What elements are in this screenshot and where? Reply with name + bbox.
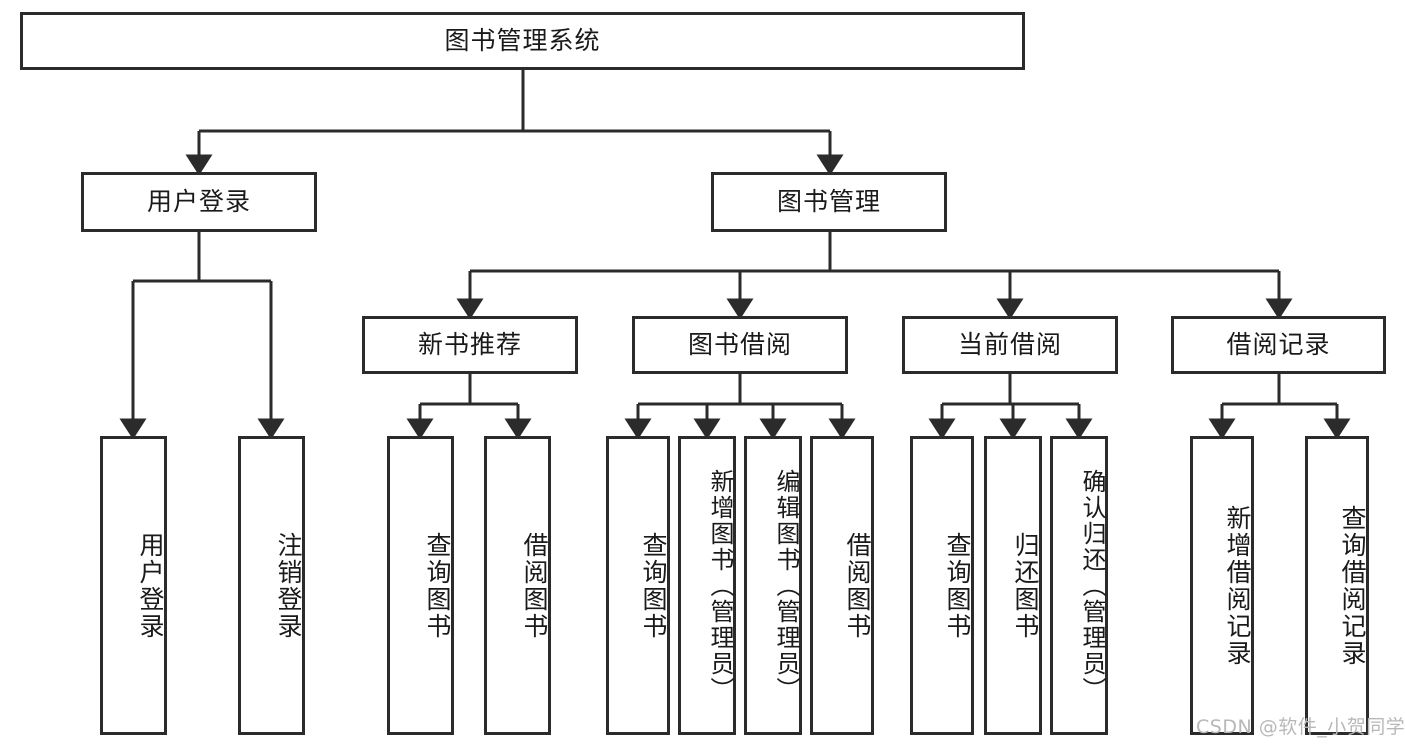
node-leaf-edit-book-admin[interactable]: 编辑图书（管理员） bbox=[744, 436, 802, 735]
node-label: 注销登录 bbox=[274, 531, 303, 640]
watermark: CSDN @软件_小贺同学 bbox=[1196, 716, 1405, 738]
node-label: 查询图书 bbox=[943, 531, 972, 640]
node-new-book-recommend[interactable]: 新书推荐 bbox=[362, 316, 578, 374]
node-book-management[interactable]: 图书管理 bbox=[711, 172, 947, 232]
node-leaf-query-book-a[interactable]: 查询图书 bbox=[387, 436, 454, 735]
node-label: 图书管理 bbox=[776, 187, 881, 216]
node-label: 新书推荐 bbox=[417, 330, 522, 359]
node-label: 确认归还（管理员） bbox=[1078, 468, 1106, 703]
node-leaf-logout[interactable]: 注销登录 bbox=[238, 436, 305, 735]
node-book-borrow[interactable]: 图书借阅 bbox=[632, 316, 848, 374]
node-root-system[interactable]: 图书管理系统 bbox=[20, 12, 1025, 70]
node-label: 查询图书 bbox=[423, 531, 452, 640]
node-leaf-query-book-b[interactable]: 查询图书 bbox=[606, 436, 670, 735]
node-root-label: 图书管理系统 bbox=[444, 26, 601, 55]
node-leaf-confirm-return-admin[interactable]: 确认归还（管理员） bbox=[1050, 436, 1108, 735]
node-label: 用户登录 bbox=[136, 531, 165, 640]
node-label: 新增借阅记录 bbox=[1223, 504, 1252, 667]
node-label: 借阅图书 bbox=[843, 531, 872, 640]
node-leaf-return-book[interactable]: 归还图书 bbox=[984, 436, 1042, 735]
node-label: 用户登录 bbox=[146, 187, 251, 216]
node-label: 归还图书 bbox=[1011, 531, 1040, 640]
node-label: 图书借阅 bbox=[687, 330, 792, 359]
node-borrow-record[interactable]: 借阅记录 bbox=[1171, 316, 1386, 374]
node-leaf-add-borrow-record[interactable]: 新增借阅记录 bbox=[1190, 436, 1254, 735]
node-leaf-user-login[interactable]: 用户登录 bbox=[100, 436, 167, 735]
node-label: 新增图书（管理员） bbox=[706, 468, 734, 703]
node-label: 编辑图书（管理员） bbox=[772, 468, 800, 703]
node-leaf-query-borrow-record[interactable]: 查询借阅记录 bbox=[1305, 436, 1369, 735]
node-label: 查询借阅记录 bbox=[1338, 504, 1367, 667]
node-current-borrow[interactable]: 当前借阅 bbox=[902, 316, 1118, 374]
node-label: 当前借阅 bbox=[957, 330, 1062, 359]
node-leaf-borrow-book-a[interactable]: 借阅图书 bbox=[484, 436, 551, 735]
node-user-login[interactable]: 用户登录 bbox=[81, 172, 317, 232]
node-leaf-borrow-book-b[interactable]: 借阅图书 bbox=[810, 436, 874, 735]
node-label: 借阅记录 bbox=[1226, 330, 1331, 359]
node-leaf-add-book-admin[interactable]: 新增图书（管理员） bbox=[678, 436, 736, 735]
node-leaf-query-book-c[interactable]: 查询图书 bbox=[910, 436, 974, 735]
node-label: 借阅图书 bbox=[520, 531, 549, 640]
node-label: 查询图书 bbox=[639, 531, 668, 640]
